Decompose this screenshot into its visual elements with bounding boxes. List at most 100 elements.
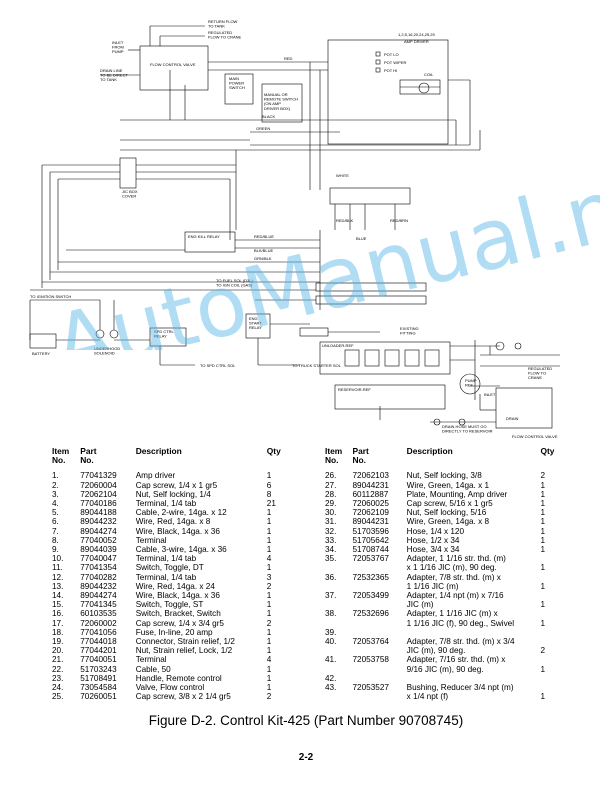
description: Connector, Strain relief, 1/2 [135, 637, 235, 647]
header-part: Part No. [80, 446, 97, 466]
quantity: 1 [266, 563, 272, 573]
description: Bushing, Reducer 3/4 npt (m) x 1/4 npt (… [406, 683, 514, 702]
label-blk-blue: BLK/BLUE [254, 248, 273, 253]
item-number: 34. [325, 545, 337, 555]
label-battery: BATTERY [32, 351, 50, 356]
item-number: 24. [52, 683, 64, 693]
quantity: 8 [266, 489, 272, 499]
part-number: 77040186 [80, 499, 117, 509]
item-number: 4. [52, 499, 59, 509]
label-flow-control-valve: FLOW CONTROL VALVE [150, 62, 196, 67]
part-number: 72532365 [352, 572, 389, 582]
table-row: 39. [325, 628, 565, 637]
part-number: 89044039 [80, 545, 117, 555]
description: Nut, Strain relief, Lock, 1/2 [135, 646, 233, 656]
description: Nut, Self locking, 1/4 [135, 489, 211, 499]
figure-caption: Figure D-2. Control Kit-425 (Part Number… [148, 713, 464, 728]
label-ignition-switch: TO IGNITION SWITCH [30, 294, 71, 299]
description: Cable, 2-wire, 14ga. x 12 [135, 508, 227, 518]
item-number: 39. [325, 627, 337, 637]
part-number: 51703596 [352, 526, 389, 536]
description: Terminal [135, 655, 167, 665]
part-number: 89044188 [80, 508, 117, 518]
description: Wire, Black, 14ga. x 36 [135, 526, 220, 536]
terminal-strip-lower [315, 295, 427, 305]
item-number: 17. [52, 618, 64, 628]
unloader-block [319, 341, 451, 375]
quantity: 1 [266, 609, 272, 619]
label-red-brn: RED/BRN [390, 218, 408, 223]
item-number: 5. [52, 508, 59, 518]
item-number: 10. [52, 554, 64, 564]
item-number: 33. [325, 535, 337, 545]
label-reservoir-ref: RESERVOIR-REF [338, 387, 371, 392]
header-qty: Qty [540, 446, 555, 456]
page-number: 2-2 [298, 752, 314, 763]
label-black: BLACK [262, 114, 275, 119]
item-number: 21. [52, 655, 64, 665]
spd-ctrl-relay [149, 327, 187, 347]
part-number: 72053499 [352, 591, 389, 601]
quantity: 1 [266, 673, 272, 683]
item-number: 7. [52, 526, 59, 536]
quantity: 1 [266, 517, 272, 527]
description: Wire, Red, 14ga. x 24 [135, 581, 215, 591]
item-number: 35. [325, 554, 337, 564]
quantity: 2 [540, 471, 546, 481]
description: Adapter, 7/8 str. thd. (m) x 1 1/16 JIC … [406, 572, 501, 591]
item-number: 18. [52, 627, 64, 637]
description: Wire, Black, 14ga. x 36 [135, 591, 220, 601]
quantity: 4 [266, 655, 272, 665]
description: Handle, Remote control [135, 673, 222, 683]
pump-ref [459, 373, 481, 395]
part-number: 77041056 [80, 627, 117, 637]
description: Terminal, 1/4 tab [135, 572, 197, 582]
item-number: 31. [325, 517, 337, 527]
quantity [540, 628, 565, 637]
part-number: 72053767 [352, 554, 389, 564]
description: Cap screw, 1/4 x 3/4 gr5 [135, 618, 224, 628]
quantity: 1 [540, 618, 546, 628]
label-flow-control-valve-lower: FLOW CONTROL VALVE [512, 434, 558, 439]
part-number: 51705642 [352, 535, 389, 545]
eng-kill-relay [184, 231, 236, 253]
header-description: Description [135, 446, 182, 456]
table-row: 42. [325, 674, 565, 683]
part-number: 89044232 [80, 517, 117, 527]
part-number: 72062109 [352, 508, 389, 518]
quantity: 1 [540, 508, 546, 518]
quantity: 2 [540, 646, 546, 656]
quantity: 2 [266, 692, 272, 702]
description: Switch, Bracket, Switch [135, 609, 221, 619]
part-number: 72053527 [352, 683, 389, 693]
part-number: 77040047 [80, 554, 117, 564]
quantity: 2 [266, 618, 272, 628]
header-item: Item No. [325, 446, 343, 466]
part-number: 72060002 [80, 618, 117, 628]
jic-box-cover [119, 157, 137, 189]
item-number: 41. [325, 655, 337, 665]
quantity: 1 [266, 508, 272, 518]
quantity: 1 [266, 627, 272, 637]
label-unloader-ref: UNLOADER-REF [322, 343, 354, 348]
quantity: 1 [540, 480, 546, 490]
part-number: 89044231 [352, 517, 389, 527]
